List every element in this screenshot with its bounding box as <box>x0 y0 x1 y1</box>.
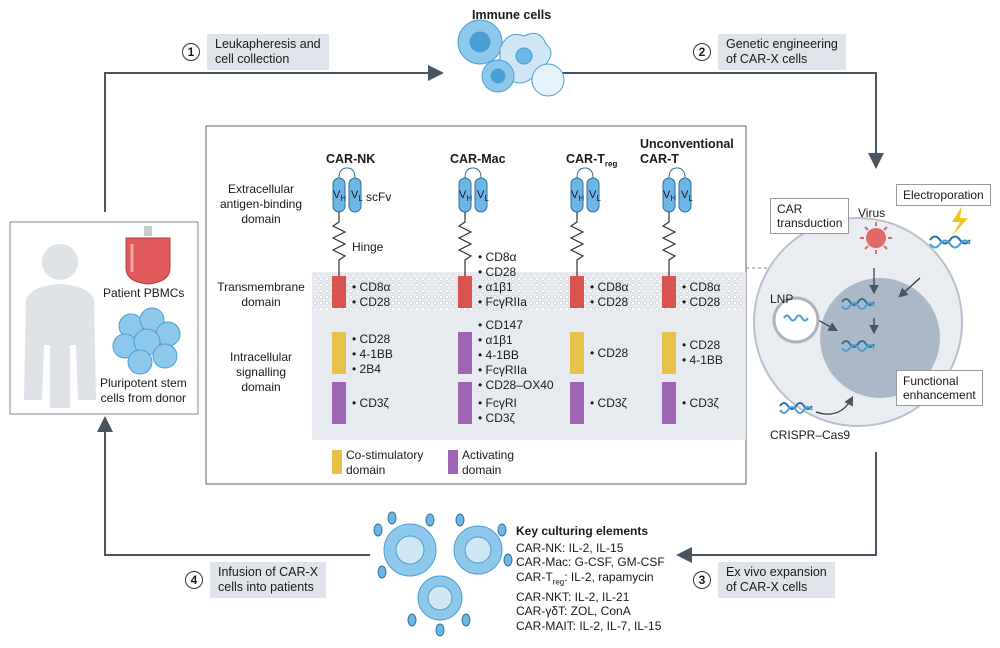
vl-label: VL <box>477 189 489 204</box>
immune-cells-icon <box>457 19 565 97</box>
lnp-icon <box>772 296 820 344</box>
nk-tm-label: • CD8α• CD28 <box>352 280 391 309</box>
mac-hinge-tm-label: • CD8α• CD28• α1β1• FcγRIIa <box>478 250 527 309</box>
lnp-label: LNP <box>770 292 794 306</box>
col-car-nk: CAR-NK <box>326 152 376 166</box>
receptor-unconventional <box>661 167 692 424</box>
col-car-treg: CAR-Treg <box>566 152 618 169</box>
step-1-number: 1 <box>182 43 200 61</box>
col-car-mac: CAR-Mac <box>450 152 506 166</box>
workflow-loop <box>97 65 884 563</box>
costim-swatch <box>332 450 342 474</box>
receptor-treg <box>569 167 600 424</box>
step-4-number: 4 <box>185 571 203 589</box>
vh-label: VH <box>333 189 347 204</box>
blood-bag-icon <box>125 226 171 285</box>
expanded-cells-icon <box>373 511 513 637</box>
activating-swatch <box>448 450 458 474</box>
receptor-nk <box>331 167 362 424</box>
treg-tm-label: • CD8α• CD28 <box>590 280 629 309</box>
dna-icon <box>929 235 971 245</box>
step-2-number: 2 <box>693 43 711 61</box>
hinge-label: Hinge <box>352 240 384 254</box>
immune-cells-title: Immune cells <box>472 8 552 22</box>
unconv-costim-label: • CD28• 4-1BB <box>682 338 723 367</box>
culture-title: Key culturing elements <box>516 524 649 538</box>
virus-icon <box>860 222 892 254</box>
nk-act-label: • CD3ζ <box>352 396 389 410</box>
treg-act-label: • CD3ζ <box>590 396 627 410</box>
pbmc-label: Patient PBMCs <box>103 286 185 300</box>
virus-label: Virus <box>858 206 886 220</box>
crispr-label: CRISPR–Cas9 <box>770 428 851 442</box>
unconv-act-label: • CD3ζ <box>682 396 719 410</box>
stem-cell-cluster-icon <box>112 307 181 375</box>
vl-label: VL <box>589 189 601 204</box>
person-silhouette-icon <box>24 244 96 408</box>
nk-costim-label: • CD28• 4-1BB• 2B4 <box>352 332 393 376</box>
treg-costim-label: • CD28 <box>590 346 629 360</box>
mac-act-label: • FcγRI• CD3ζ <box>478 396 517 425</box>
vh-label: VH <box>459 189 473 204</box>
electroporation-label: Electroporation <box>896 184 991 206</box>
mac-costim-label: • CD147• α1β1• 4-1BB• FcγRIIa• CD28–OX40 <box>478 318 554 392</box>
vh-label: VH <box>571 189 585 204</box>
vl-label: VL <box>351 189 363 204</box>
vh-label: VH <box>663 189 677 204</box>
vl-label: VL <box>681 189 693 204</box>
unconv-tm-label: • CD8α• CD28 <box>682 280 721 309</box>
culturing-elements: Key culturing elements CAR-NK: IL-2, IL-… <box>516 524 665 633</box>
step-3-number: 3 <box>693 571 711 589</box>
scfv-label: scFv <box>366 190 392 204</box>
receptor-mac <box>457 167 488 424</box>
lightning-icon <box>952 206 968 236</box>
